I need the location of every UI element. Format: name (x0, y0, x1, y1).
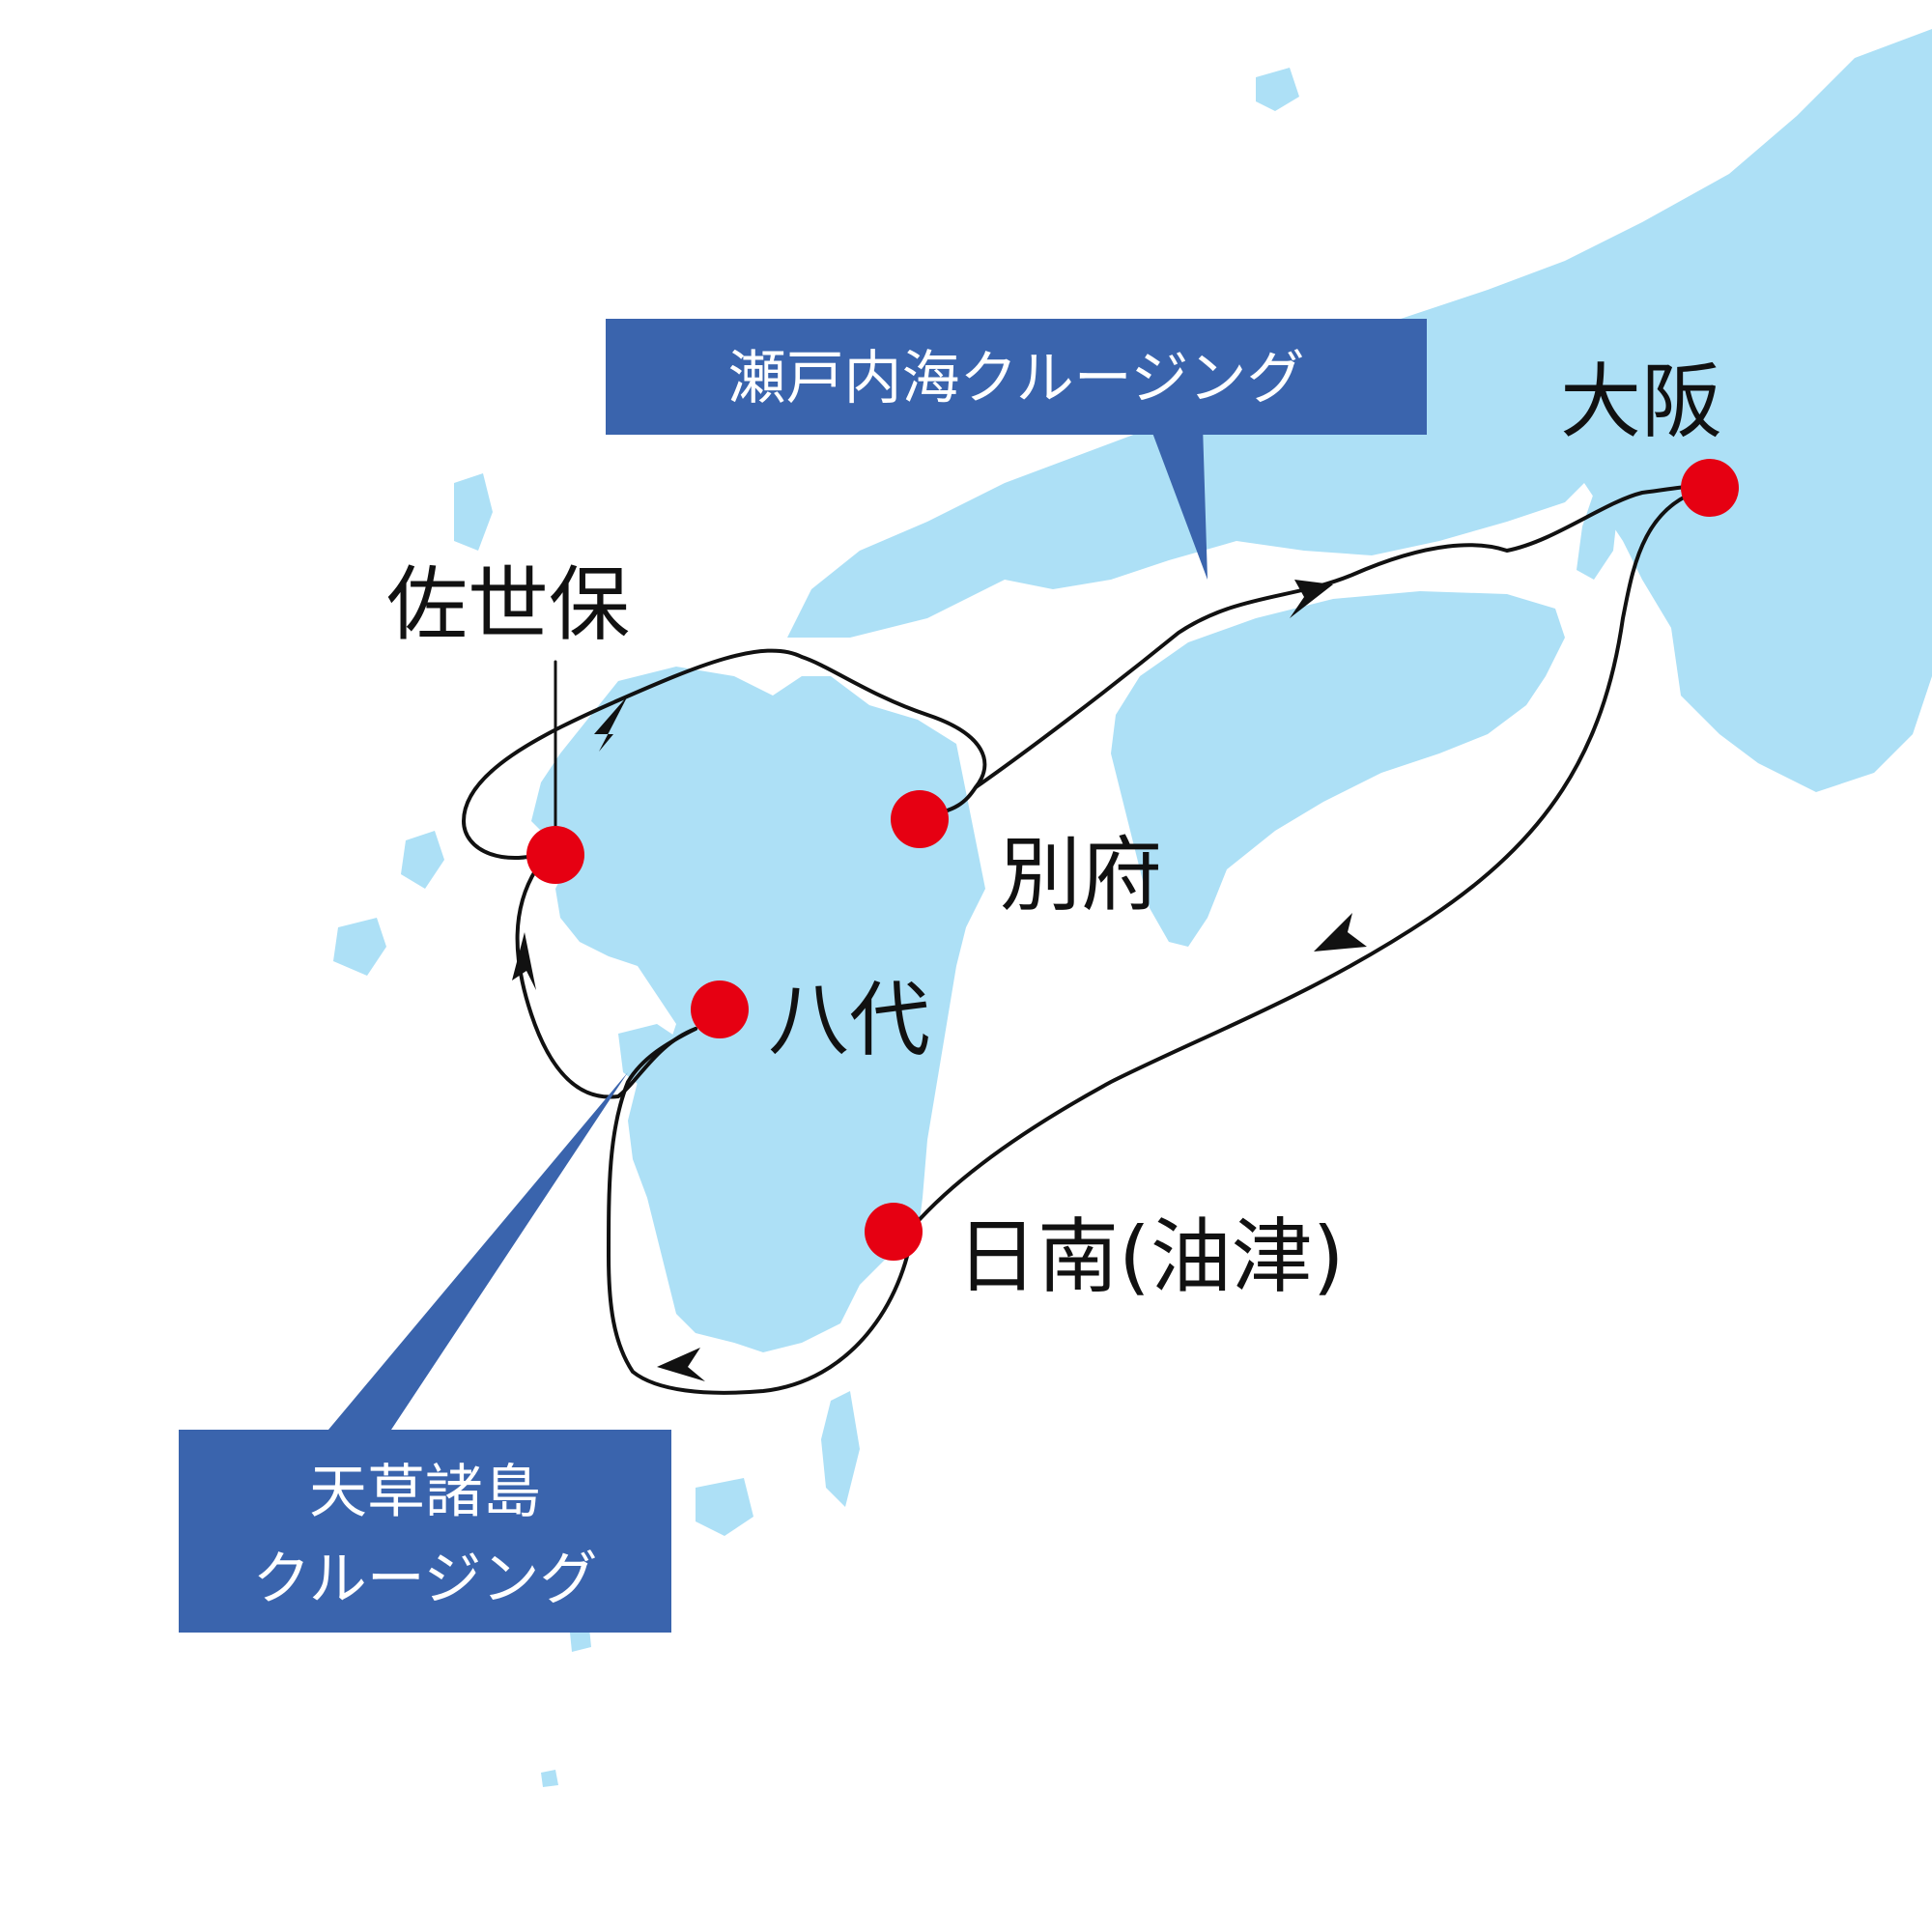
route-arrow-pacific (1314, 913, 1367, 952)
seto-callout-box (606, 319, 1427, 435)
label-osaka: 大阪 (1560, 355, 1722, 449)
city-labels: 大阪 佐世保 別府 八代 日南(油津) (386, 355, 1722, 1304)
route-arrow-south (657, 1348, 705, 1381)
port-marker-osaka (1681, 459, 1739, 517)
label-yatsushiro: 八代 (768, 973, 930, 1067)
route-arrow-west (512, 932, 536, 990)
landmass-kyushu (531, 667, 985, 1352)
port-marker-sasebo (526, 826, 584, 884)
landmass-tokara-2 (541, 1770, 558, 1787)
seto-callout-text: 瀬戸内海クルージング (728, 345, 1305, 412)
amakusa-callout-text-line2: クルージング (253, 1546, 598, 1613)
route-nichinan-to-yatsushiro (607, 1027, 915, 1395)
landmass-shikoku (1111, 591, 1565, 947)
label-nichinan: 日南(油津) (956, 1209, 1345, 1304)
port-markers (526, 459, 1739, 1261)
port-marker-beppu (891, 790, 949, 848)
amakusa-callout-pointer (328, 1072, 628, 1430)
amakusa-callout-text-line1: 天草諸島 (309, 1459, 541, 1526)
landmass-tanegashima (821, 1391, 860, 1507)
callout-pointers (328, 425, 1208, 1430)
route-layer (462, 483, 1712, 1395)
landmass-goto-1 (401, 831, 444, 889)
seto-callout-pointer (1150, 425, 1208, 580)
landmass-yakushima (696, 1478, 753, 1536)
label-beppu: 別府 (1000, 828, 1162, 923)
landmass-oki (1256, 68, 1299, 111)
landmass-tsushima (454, 473, 493, 551)
landmass-tokara-1 (570, 1628, 591, 1652)
route-sasebo-to-beppu (462, 648, 987, 860)
route-osaka-to-nichinan (911, 486, 1712, 1229)
port-marker-nichinan (865, 1203, 923, 1261)
port-marker-yatsushiro (691, 980, 749, 1038)
route-beppu-to-osaka (974, 483, 1712, 789)
seto-callout: 瀬戸内海クルージング (606, 319, 1427, 435)
label-sasebo: 佐世保 (386, 557, 630, 652)
route-arrow-northwest (594, 696, 628, 752)
amakusa-callout: 天草諸島 クルージング (179, 1430, 671, 1633)
landmass-goto-2 (333, 918, 386, 976)
route-arrow-seto (1290, 580, 1333, 618)
amakusa-callout-box (179, 1430, 671, 1633)
route-yatsushiro-to-sasebo (515, 867, 697, 1099)
landmass-awaji (1577, 493, 1618, 580)
